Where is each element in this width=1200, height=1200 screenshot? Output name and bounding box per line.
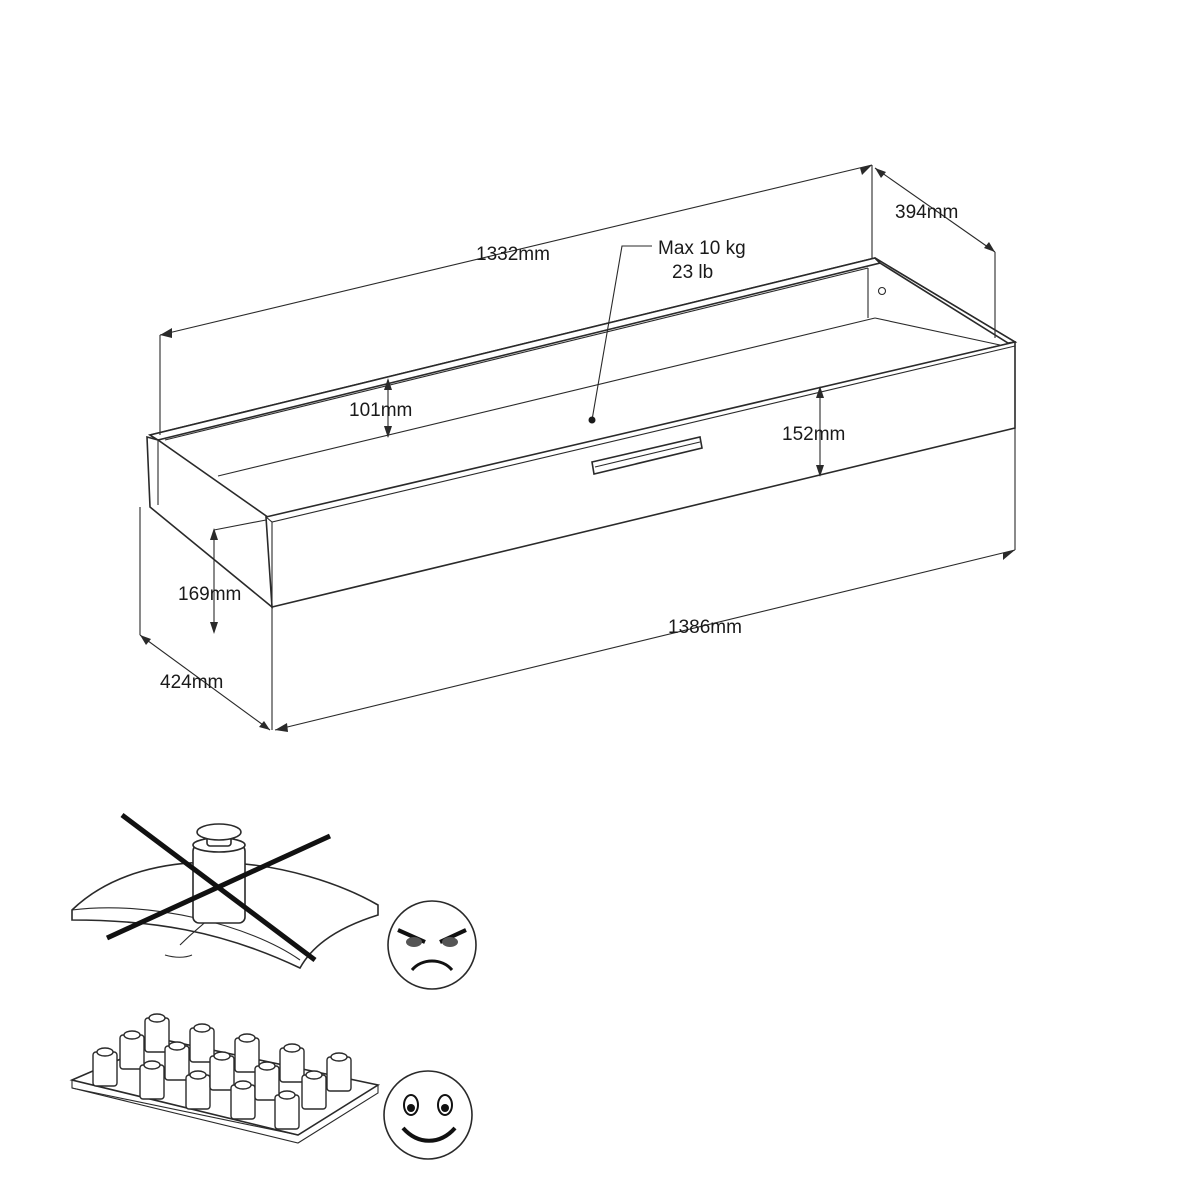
arrow-top-depth-top (875, 168, 886, 178)
ext-line-side-height (213, 519, 267, 531)
drawer-floor-right-edge (874, 317, 1001, 346)
dim-line-bottom-width (274, 549, 1016, 731)
label-load-kg: Max 10 kg (658, 238, 746, 259)
label-top-depth: 394mm (895, 202, 958, 223)
label-load-lb: 23 lb (672, 262, 713, 283)
label-front-height: 152mm (782, 424, 845, 445)
load-leader-line (591, 245, 652, 421)
label-side-height: 169mm (178, 584, 241, 605)
arrow-front-height-top (816, 386, 824, 398)
arrow-bottom-width-right (1003, 550, 1015, 560)
drawer-handle-groove (594, 441, 701, 468)
happy-face-icon (383, 1070, 473, 1160)
arrow-side-height-bottom (210, 622, 218, 634)
arrow-bottom-depth-bottom (259, 721, 270, 730)
concentrated-weight-crossed-icon (71, 813, 379, 970)
label-top-width: 1332mm (476, 244, 550, 265)
arrow-top-width-right (860, 165, 872, 175)
label-bottom-depth: 424mm (160, 672, 223, 693)
arrow-top-width-left (160, 328, 172, 338)
arrow-side-height-top (210, 528, 218, 540)
drawer-drawing (146, 257, 1018, 609)
dim-line-top-depth (874, 167, 996, 253)
dimension-labels: 1332mm 394mm Max 10 kg 23 lb 101mm 152mm… (160, 202, 958, 693)
arrow-bottom-depth-top (140, 635, 151, 645)
arrow-top-depth-bottom (984, 242, 995, 252)
drawer-floor-back-edge (217, 317, 876, 477)
arrow-inner-height-bottom (384, 426, 392, 438)
heavy-weight-knob (196, 823, 242, 841)
dim-line-top-width (159, 164, 873, 336)
dimension-lines (139, 164, 1016, 732)
distributed-weights-icon (69, 1013, 381, 1144)
arrow-bottom-width-left (275, 723, 288, 732)
arrow-inner-height-top (384, 378, 392, 390)
cross-line-2 (105, 833, 332, 941)
label-inner-height: 101mm (349, 400, 412, 421)
drawer-handle[interactable] (591, 436, 703, 475)
drawer-screw-hole (877, 286, 887, 296)
dim-line-bottom-depth (139, 634, 271, 731)
label-bottom-width: 1386mm (668, 617, 742, 638)
load-point-dot (588, 416, 596, 424)
heavy-weight-body (192, 844, 246, 924)
arrow-front-height-bottom (816, 465, 824, 477)
angry-face-icon (387, 900, 477, 990)
drawer-back-wall-edge (164, 267, 869, 441)
